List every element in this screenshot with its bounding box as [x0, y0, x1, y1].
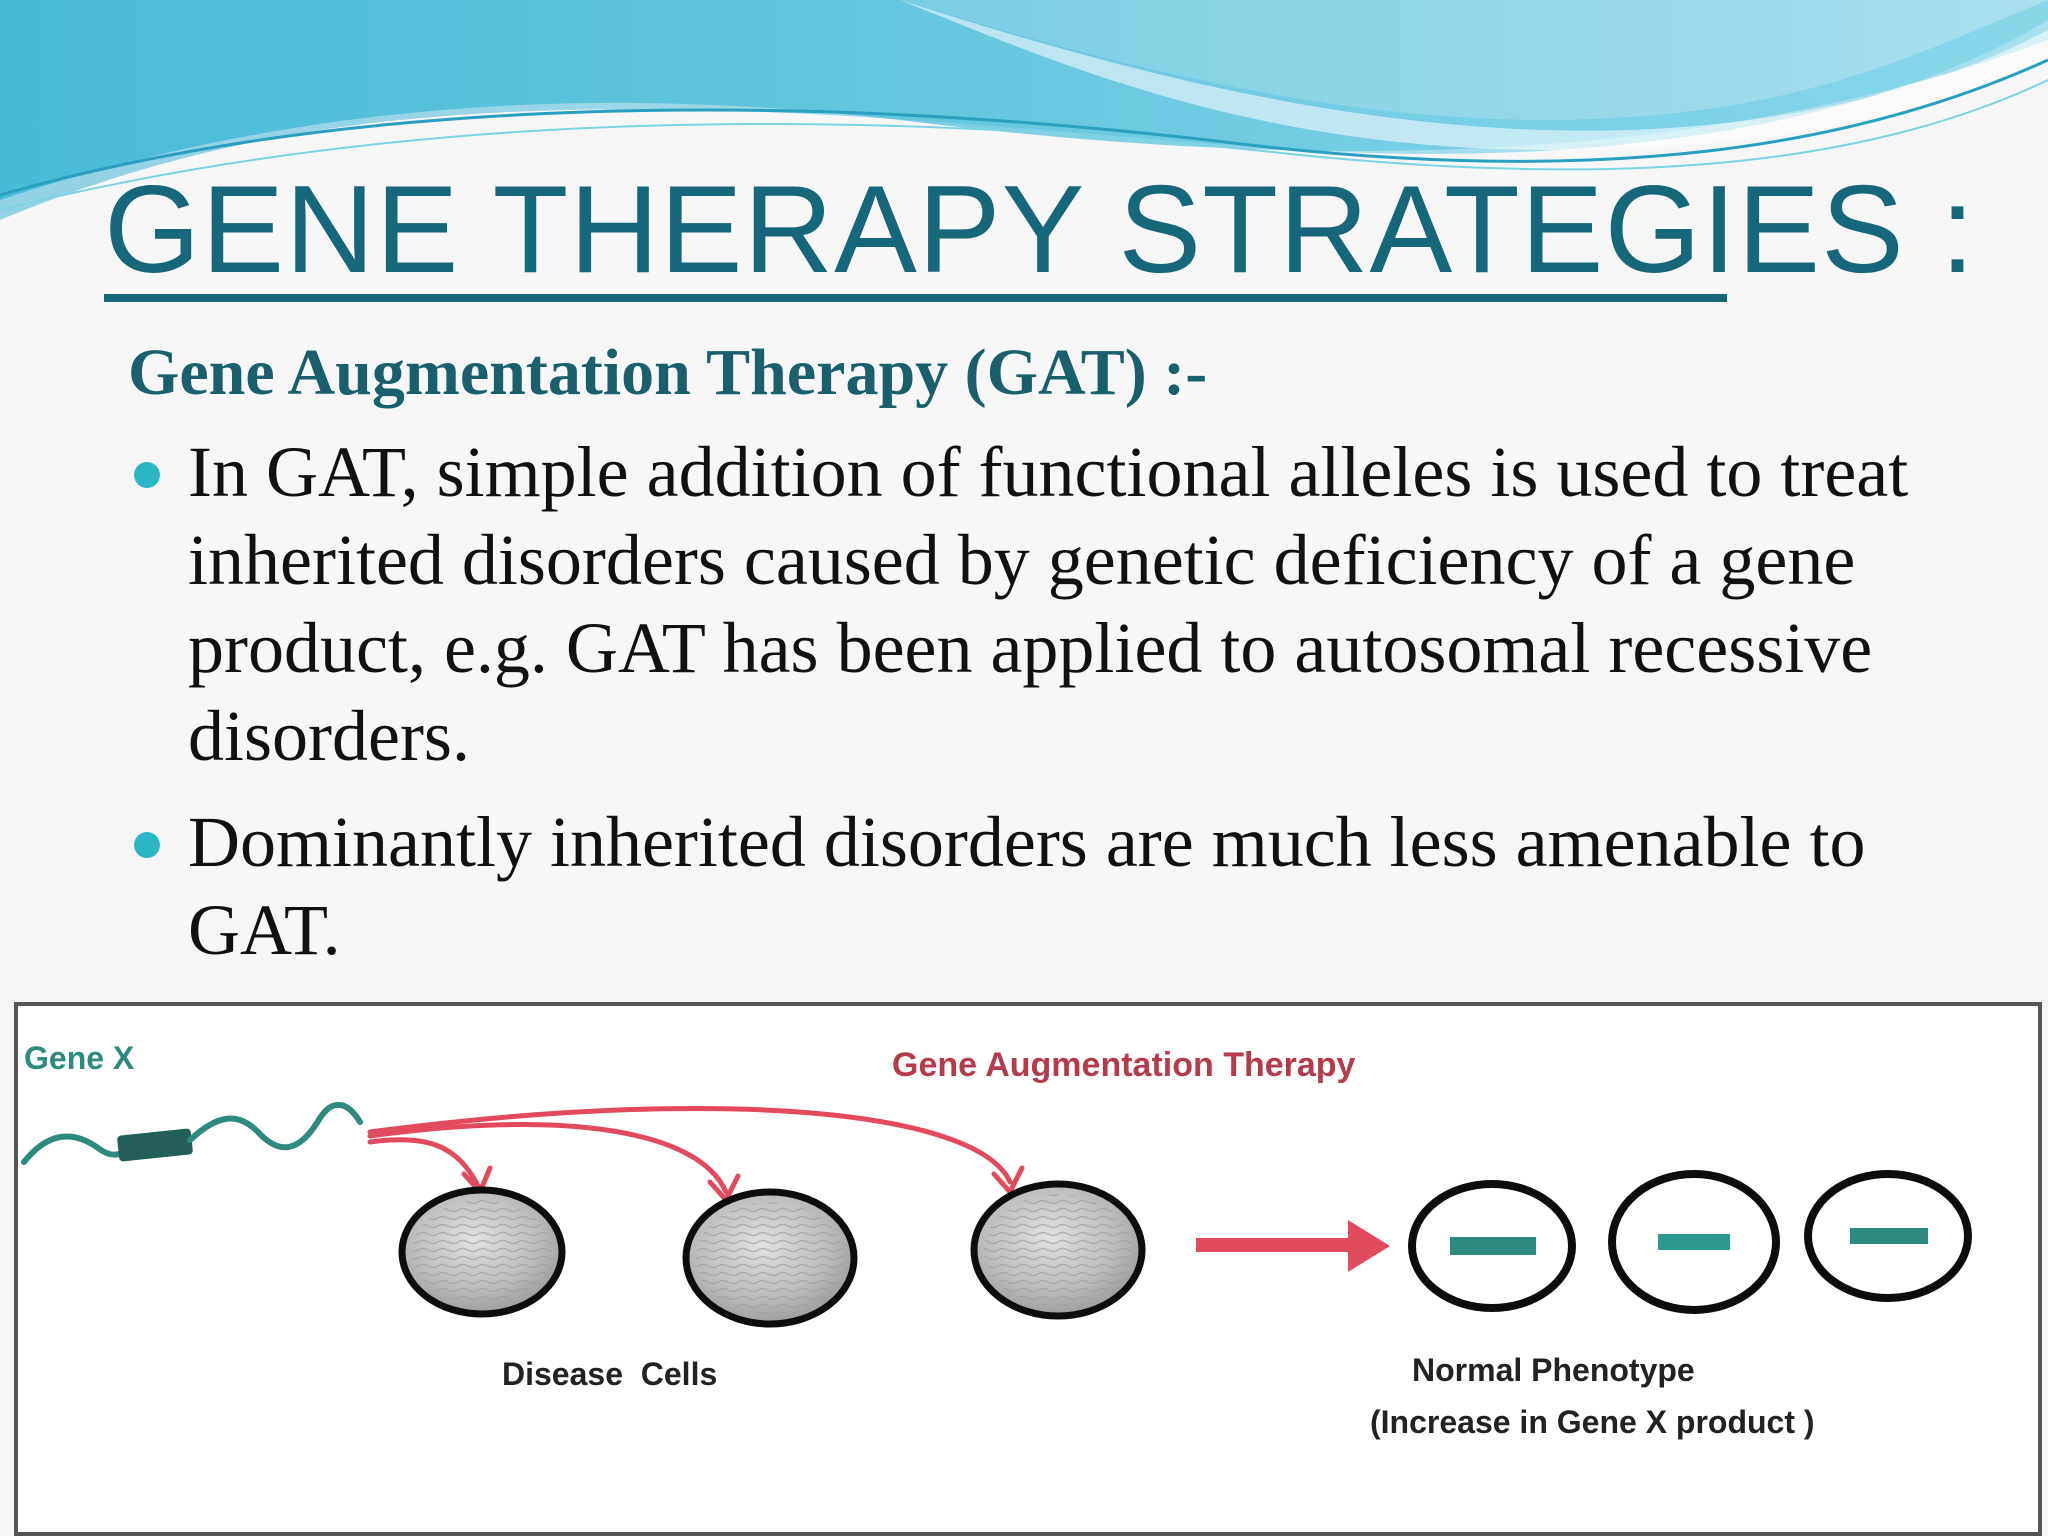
wave-highlight [900, 0, 2048, 150]
title-underline [104, 294, 1727, 302]
gat-diagram: Gene X Gene Augmentation Therapy Disease… [14, 1002, 2042, 1536]
delivery-arrow-2 [367, 1122, 729, 1195]
normal-cell-2 [1608, 1170, 1780, 1314]
increase-product-label: (Increase in Gene X product ) [1370, 1404, 1815, 1440]
delivery-arrow-3 [367, 1106, 1013, 1185]
disease-cell-3 [970, 1180, 1146, 1320]
wave-line-2 [0, 79, 2048, 211]
header-waves [0, 0, 2048, 220]
bullet-icon [134, 832, 160, 858]
disease-cell-2 [682, 1188, 858, 1328]
title-row: GENE THERAPY STRATEGIES : [104, 160, 1976, 300]
bullet-text: In GAT, simple addition of functional al… [188, 432, 1909, 776]
normal-phenotype-label: Normal Phenotype [1412, 1352, 1695, 1388]
gene-augmentation-therapy-label: Gene Augmentation Therapy [892, 1046, 1356, 1084]
delivery-arrow-1 [367, 1137, 481, 1189]
bullet-text: Dominantly inherited disorders are much … [188, 802, 1866, 970]
gene-x-dna-tail [187, 1102, 363, 1151]
diagram-canvas [21, 1102, 1972, 1328]
normal-cell-1 [1408, 1180, 1576, 1312]
gene-x-segment [117, 1128, 193, 1162]
transition-arrow-shaft [1196, 1238, 1356, 1252]
wave-front [0, 0, 2048, 220]
bullet-item: Dominantly inherited disorders are much … [130, 798, 2010, 974]
title-suffix: : [1904, 161, 1976, 299]
disease-cells-label: Disease Cells [502, 1356, 718, 1392]
bullet-icon [134, 462, 160, 488]
bullet-item: In GAT, simple addition of functional al… [130, 428, 2010, 780]
slide-title: GENE THERAPY STRATEGIES [104, 161, 1905, 299]
gene-x-label: Gene X [24, 1040, 135, 1076]
wave-line-1 [0, 58, 2048, 197]
bullet-list: In GAT, simple addition of functional al… [130, 428, 2010, 992]
disease-cell-1 [398, 1186, 566, 1318]
transition-arrowhead [1348, 1220, 1390, 1272]
normal-cell-3 [1804, 1170, 1972, 1302]
subtitle: Gene Augmentation Therapy (GAT) :- [128, 336, 1208, 409]
